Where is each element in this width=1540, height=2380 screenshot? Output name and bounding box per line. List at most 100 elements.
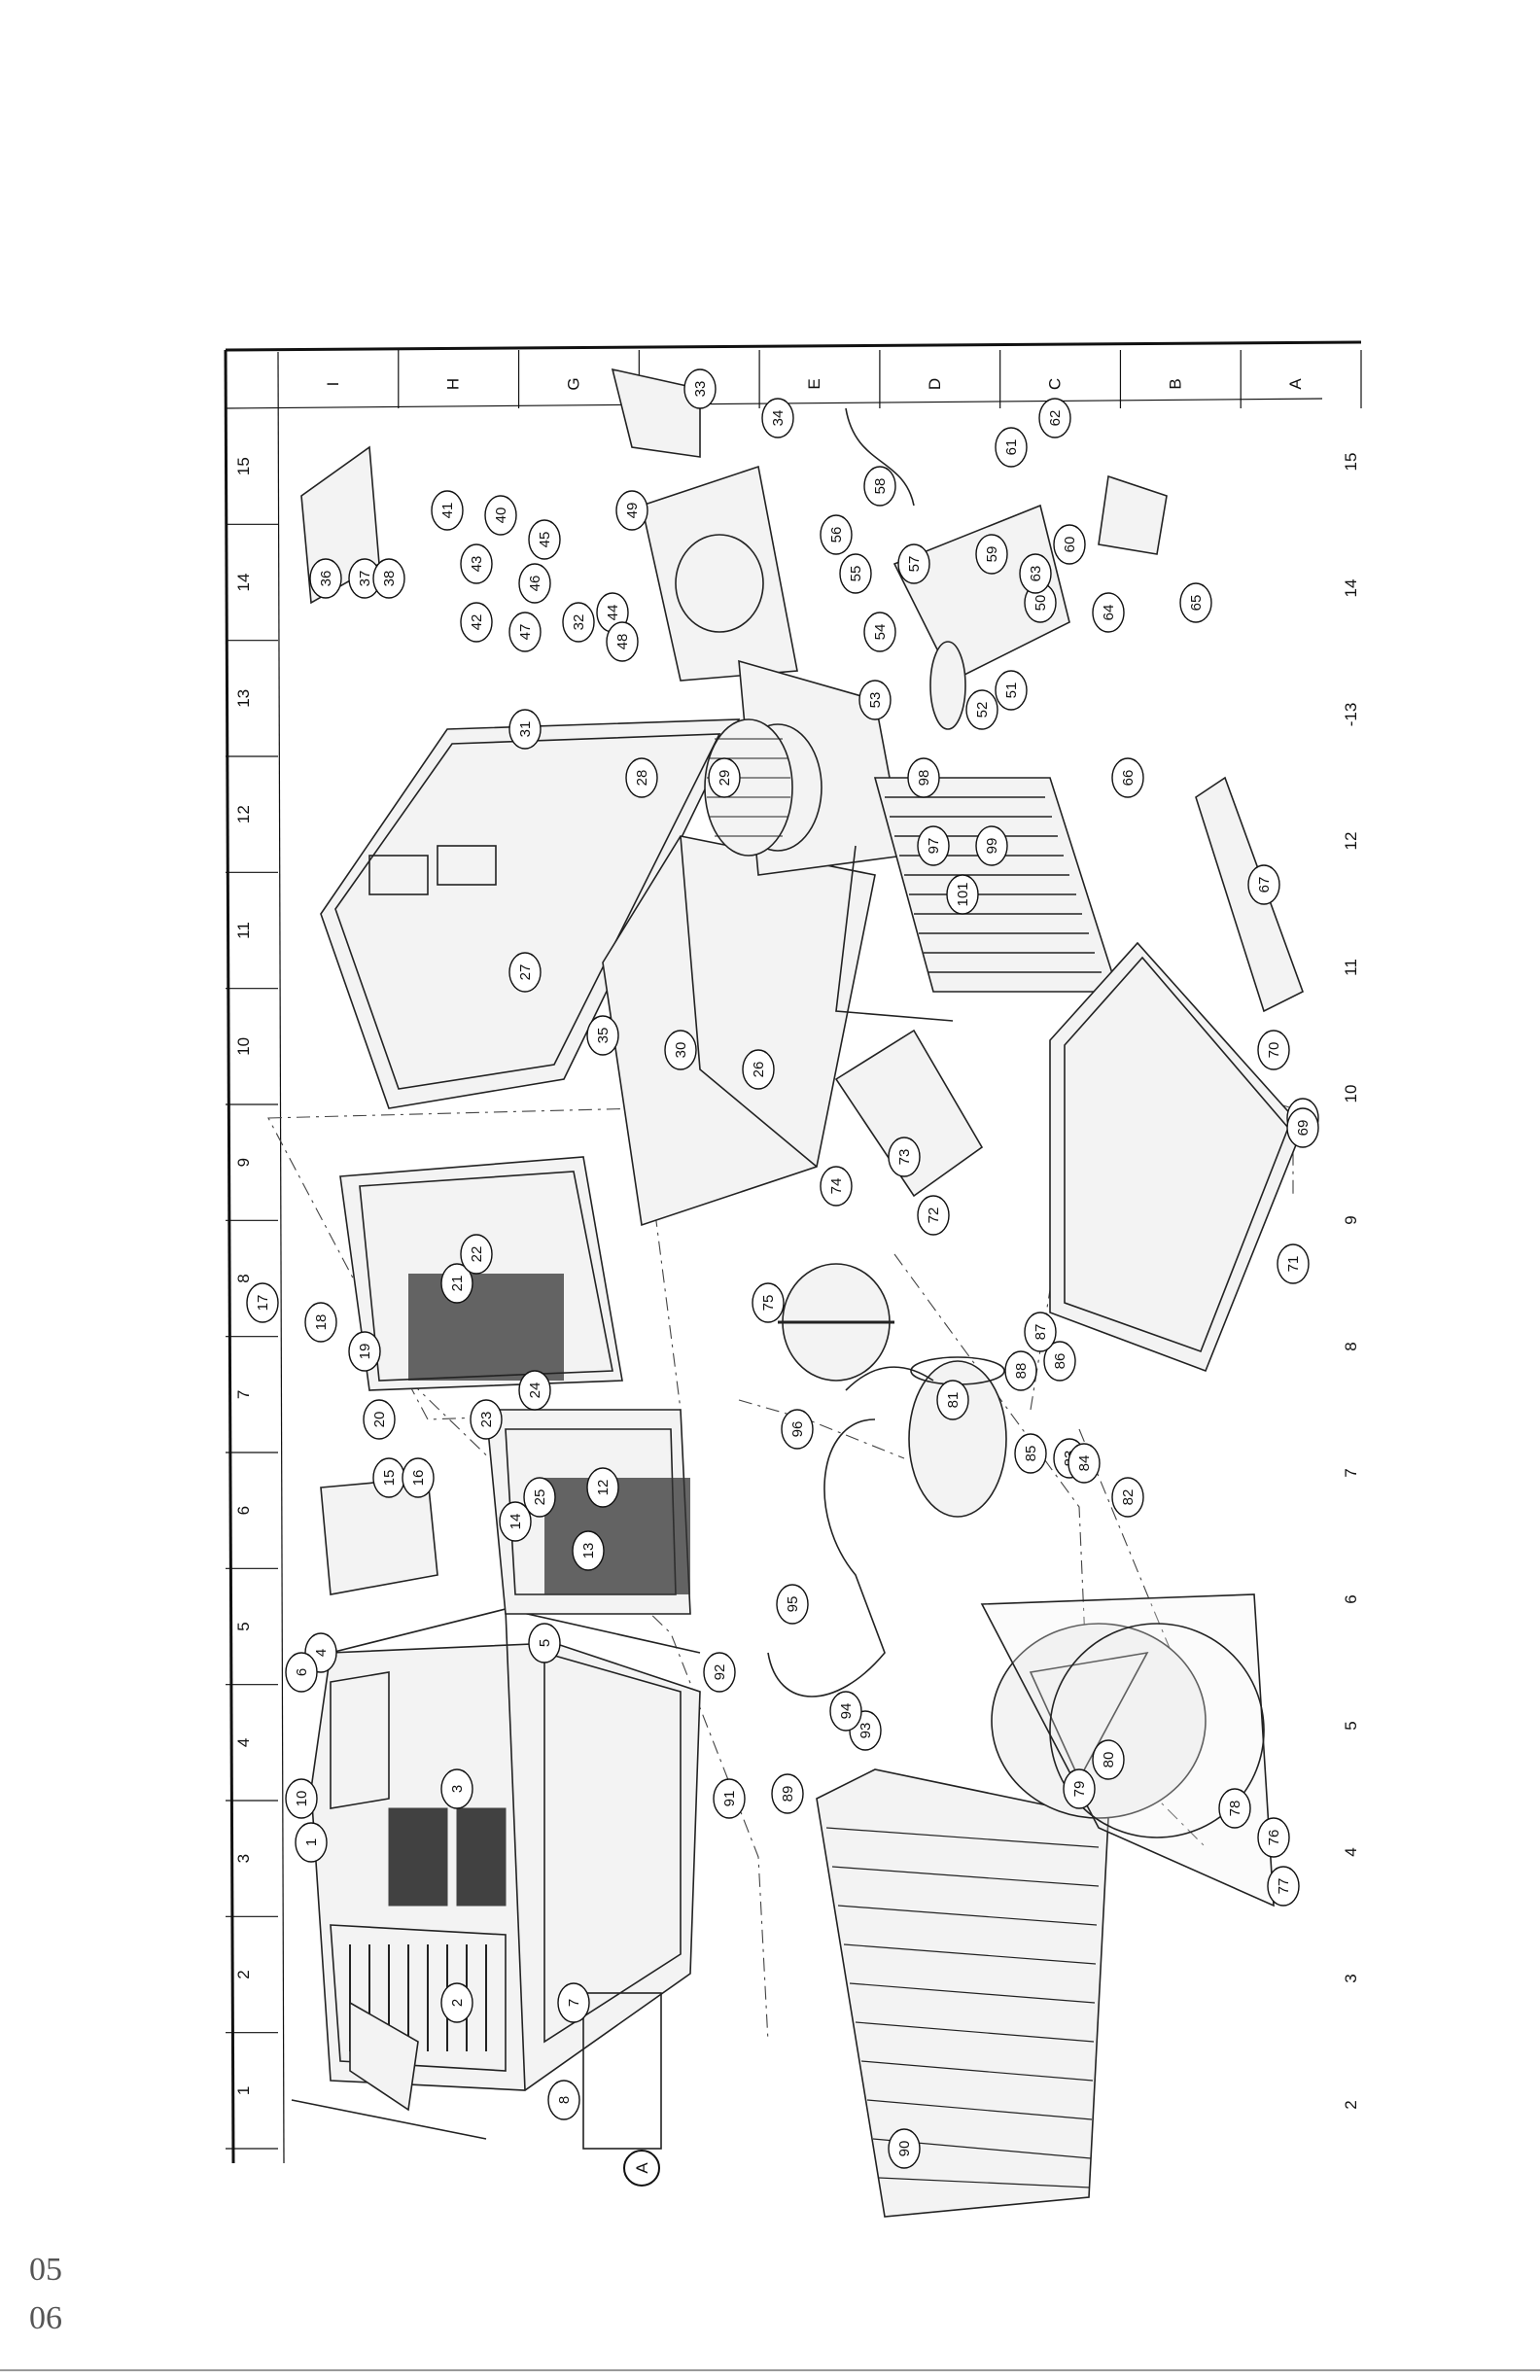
callout-number: 3 (449, 1785, 466, 1793)
callout-bubble: 66 (1111, 757, 1144, 798)
callout-bubble: 86 (1043, 1341, 1076, 1382)
frame (0, 340, 1540, 2371)
grid-number-label: 5 (234, 1622, 253, 1630)
callout-bubble: 24 (518, 1370, 551, 1411)
callout-number: 45 (537, 532, 553, 548)
callout-bubble: 63 (1019, 553, 1052, 594)
callout-number: 59 (984, 546, 1000, 563)
margin-mark: 9 (1342, 1215, 1360, 1224)
callout-bubble: 87 (1024, 1312, 1057, 1352)
margin-mark: 7 (1342, 1468, 1360, 1477)
callout-bubble: 79 (1063, 1768, 1096, 1809)
callout-bubble: 30 (664, 1030, 697, 1070)
callout-bubble: 98 (907, 757, 940, 798)
grid-number-label: 11 (234, 922, 253, 939)
callout-bubble: 25 (523, 1477, 556, 1518)
handwritten-note-line-2: 06 (29, 2300, 62, 2336)
callout-bubble: 29 (708, 757, 741, 798)
callout-number: 47 (517, 624, 534, 641)
grid-number-label: 4 (234, 1738, 253, 1747)
callout-number: 94 (838, 1703, 855, 1720)
callout-number: 97 (926, 838, 942, 855)
callout-number: 22 (469, 1246, 485, 1263)
callout-number: 18 (313, 1314, 330, 1331)
callout-number: 66 (1120, 770, 1137, 787)
callout-bubble: 1 (295, 1822, 328, 1863)
callout-number: 101 (955, 882, 971, 906)
callout-bubble: 28 (625, 757, 658, 798)
grid-number-label: 8 (234, 1274, 253, 1282)
callout-number: 35 (595, 1028, 612, 1044)
partition-plate (611, 368, 798, 682)
callout-bubble: 62 (1038, 398, 1071, 438)
callout-number: 74 (828, 1178, 845, 1195)
callout-bubble: 17 (246, 1282, 279, 1323)
callout-bubble: 23 (470, 1399, 503, 1440)
refrigerant-tubing (767, 1366, 934, 1698)
callout-bubble: 19 (348, 1331, 381, 1372)
callout-number: 48 (614, 634, 631, 650)
callout-number: 65 (1188, 595, 1205, 612)
callout-bubble: 22 (460, 1234, 493, 1275)
callout-bubble: 58 (863, 466, 896, 507)
handwritten-note-line-1: 05 (29, 2252, 62, 2288)
grid-letter-label: H (444, 378, 463, 390)
callout-number: 19 (357, 1344, 373, 1360)
callout-number: 8 (556, 2096, 573, 2104)
callout-number: 20 (371, 1412, 388, 1428)
callout-number: 61 (1003, 439, 1020, 456)
callout-bubble: 48 (606, 621, 639, 662)
callout-number: 21 (449, 1276, 466, 1292)
callout-number: 53 (867, 692, 884, 709)
callout-bubble: 94 (829, 1691, 862, 1732)
margin-mark: 8 (1342, 1342, 1360, 1350)
grid-number-label: 9 (234, 1158, 253, 1167)
margin-mark: 4 (1342, 1847, 1360, 1856)
callout-number: 42 (469, 614, 485, 631)
callout-bubble: 95 (776, 1584, 809, 1625)
callout-bubble: 52 (965, 689, 998, 730)
callout-bubble: 3 (440, 1768, 473, 1809)
margin-mark: 12 (1342, 832, 1360, 851)
callout-bubble: 10 (285, 1778, 318, 1819)
grid-number-label: 7 (234, 1390, 253, 1399)
callout-number: 81 (945, 1392, 962, 1409)
callout-number: 67 (1256, 877, 1273, 893)
callout-bubble: 36 (309, 558, 342, 599)
callout-number: 58 (872, 478, 889, 495)
callout-bubble: 8 (547, 2080, 580, 2120)
callout-bubble: 41 (431, 490, 464, 531)
callout-bubble: 40 (484, 495, 517, 536)
callout-number: 54 (872, 624, 889, 641)
callout-number: 84 (1076, 1455, 1093, 1472)
callout-number: 80 (1101, 1752, 1117, 1768)
callout-number: 75 (760, 1295, 777, 1312)
callout-bubble: 7 (557, 1982, 590, 2023)
callout-number: 96 (789, 1421, 806, 1438)
callout-bubble: 55 (839, 553, 872, 594)
grid-number-label: 3 (234, 1854, 253, 1863)
callout-bubble: 45 (528, 519, 561, 560)
grid-letter-label: B (1166, 378, 1184, 389)
condenser-fan (980, 1593, 1275, 1908)
callout-number: 2 (449, 1999, 466, 2007)
callout-number: 85 (1023, 1446, 1039, 1462)
callout-bubble: 75 (752, 1282, 785, 1323)
callout-number: 70 (1266, 1042, 1282, 1059)
grid-number-label: 15 (234, 457, 253, 475)
callout-number: 6 (294, 1668, 310, 1676)
callout-number: 23 (478, 1412, 495, 1428)
callout-number: 14 (508, 1514, 524, 1530)
callout-number: 46 (527, 576, 543, 592)
callout-number: 52 (974, 702, 991, 718)
callout-bubble: 32 (562, 602, 595, 643)
callout-bubble: 26 (742, 1049, 775, 1090)
callout-number: 95 (785, 1596, 801, 1613)
margin-mark: 2 (1342, 2100, 1360, 2109)
callout-bubble: 47 (508, 612, 542, 652)
callout-bubble: 54 (863, 612, 896, 652)
callout-bubble: 34 (761, 398, 794, 438)
callout-bubble: 12 (586, 1467, 619, 1508)
callout-number: 93 (858, 1723, 874, 1739)
